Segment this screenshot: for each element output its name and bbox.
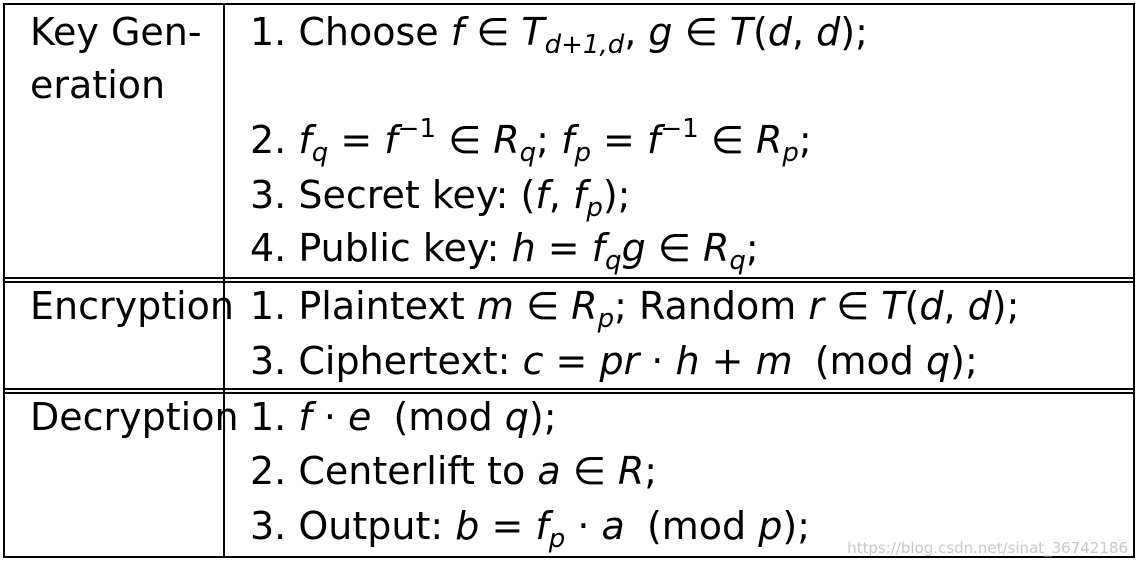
label-decryption: Decryption (30, 395, 239, 439)
keygen-step-3: 3. Secret key: (f, fp); (250, 173, 631, 223)
label-key-generation-line1: Key Gen- (30, 10, 202, 54)
keygen-step-2: 2. fq = f−1 ∈ Rq; fp = f−1 ∈ Rp; (250, 114, 812, 168)
enc-step-3: 3. Ciphertext: c = pr · h + m (mod q); (250, 339, 978, 383)
row-divider-1b (3, 281, 1135, 283)
row-divider-1 (3, 277, 1135, 279)
row-divider-2 (3, 388, 1135, 390)
enc-step-1: 1. Plaintext m ∈ Rp; Random r ∈ T(d, d); (250, 284, 1020, 334)
row-divider-2b (3, 392, 1135, 394)
dec-step-2: 2. Centerlift to a ∈ R; (250, 449, 658, 493)
label-encryption: Encryption (30, 284, 235, 328)
label-key-generation-line2: eration (30, 63, 166, 107)
watermark-text: https://blog.csdn.net/sinat_36742186 (847, 539, 1128, 557)
table-frame (3, 3, 1135, 558)
keygen-step-1: 1. Choose f ∈ Td+1,d, g ∈ T(d, d); (250, 10, 868, 60)
dec-step-3: 3. Output: b = fp · a (mod p); (250, 504, 811, 554)
dec-step-1: 1. f · e (mod q); (250, 395, 557, 439)
column-divider (223, 3, 225, 558)
keygen-step-4: 4. Public key: h = fqg ∈ Rq; (250, 226, 759, 276)
